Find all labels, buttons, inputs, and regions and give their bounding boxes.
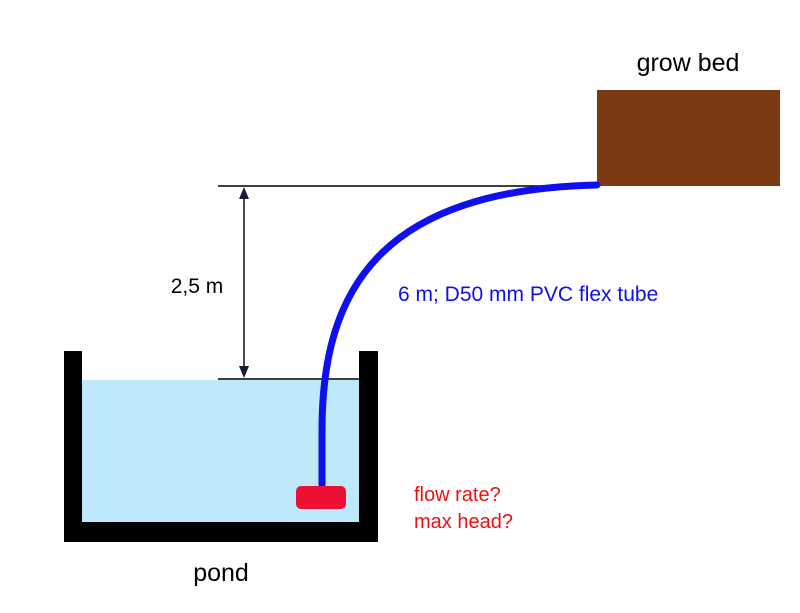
height-dimension-arrow (239, 187, 249, 378)
height-label: 2,5 m (171, 275, 224, 298)
max-head-question: max head? (414, 511, 513, 533)
pond-wall (64, 351, 378, 542)
pond-label: pond (193, 559, 249, 587)
pump (296, 486, 346, 509)
grow-bed (597, 90, 780, 186)
flex-tube (318, 181, 601, 491)
flow-rate-question: flow rate? (414, 484, 501, 506)
grow-bed-label: grow bed (637, 49, 740, 77)
tube-label: 6 m; D50 mm PVC flex tube (398, 283, 658, 306)
